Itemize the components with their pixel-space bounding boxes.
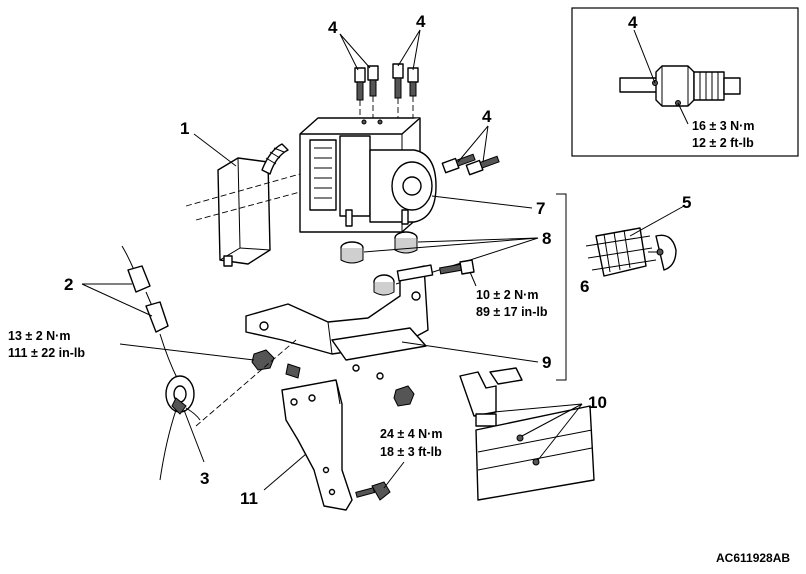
leader-bracket-bolt — [469, 271, 477, 287]
insulator-3 — [373, 274, 395, 296]
callout-9: 9 — [542, 353, 551, 372]
leader-11 — [263, 453, 307, 491]
figure-reference-code: AC611928AB — [716, 551, 790, 565]
callout-4-top-b: 4 — [416, 12, 426, 31]
nut-lower — [393, 385, 415, 407]
callout-10: 10 — [588, 393, 607, 412]
bracket-torque-inlb: 89 ± 17 in-lb — [476, 305, 548, 319]
flare-nut-4 — [407, 67, 419, 97]
harness-guide-line — [195, 339, 297, 427]
leader-nut-left — [119, 343, 255, 361]
nut-torque-inlb: 111 ± 22 in-lb — [8, 346, 85, 360]
leader-4b-2 — [412, 29, 421, 71]
inset-torque-ftlb: 12 ± 2 ft-lb — [692, 136, 754, 150]
leader-4b-1 — [397, 29, 421, 67]
nut-left — [251, 349, 275, 371]
leader-4-right-2 — [482, 125, 489, 163]
nut-torque-nm: 13 ± 2 N·m — [8, 329, 70, 343]
hydraulic-unit — [299, 117, 437, 233]
abs-bracket — [245, 264, 434, 380]
callout-11: 11 — [240, 489, 258, 508]
brake-tube-clips — [459, 367, 595, 501]
callout-2: 2 — [64, 275, 73, 294]
inset-detail: 4 16 ± 3 N·m 12 ± 2 ft-lb — [571, 7, 799, 157]
abs-ecu — [217, 143, 289, 267]
wheel-speed-sensor-harness — [121, 245, 201, 481]
inset-frame — [571, 7, 799, 157]
callout-8: 8 — [542, 229, 551, 248]
bracket-bolt — [439, 259, 475, 275]
leader-9 — [401, 341, 539, 363]
inset-leader-torque — [677, 102, 689, 125]
callout-6: 6 — [580, 277, 589, 296]
callout-7: 7 — [536, 199, 545, 218]
insulator-1 — [340, 241, 364, 264]
insulators — [340, 231, 418, 296]
leader-2-2 — [81, 283, 153, 317]
leader-7 — [431, 195, 533, 209]
lower-bolt — [355, 481, 391, 501]
bolt-torque-nm: 24 ± 4 N·m — [380, 427, 442, 441]
leader-5 — [629, 205, 685, 237]
bracket-group-6 — [556, 193, 567, 381]
flare-nut-1 — [354, 67, 366, 101]
leader-10-3 — [537, 403, 583, 461]
ecu-guide-line-1 — [185, 173, 301, 207]
leader-8-2 — [417, 237, 539, 243]
flare-nuts-right — [441, 153, 500, 176]
bracket-torque-nm: 10 ± 2 N·m — [476, 288, 538, 302]
callout-3: 3 — [200, 469, 209, 488]
leader-4a-1 — [339, 33, 359, 71]
leader-8-1 — [363, 237, 539, 253]
insulator-2 — [394, 231, 418, 254]
callout-4-right: 4 — [482, 107, 492, 126]
bolt-torque-ftlb: 18 ± 3 ft-lb — [380, 445, 442, 459]
inset-flare-nut — [619, 65, 741, 107]
leader-1 — [193, 133, 237, 167]
leader-4-right-1 — [457, 125, 489, 163]
leader-lower-bolt — [383, 461, 405, 489]
callout-5: 5 — [682, 193, 691, 212]
flare-nut-3 — [392, 63, 404, 99]
lower-bracket — [281, 363, 353, 511]
leader-10-1 — [493, 403, 583, 413]
callout-4-top-a: 4 — [328, 18, 338, 37]
callout-1: 1 — [180, 119, 189, 138]
leader-3 — [183, 409, 205, 463]
flare-nuts-top — [354, 63, 419, 128]
leader-4a-2 — [339, 33, 371, 69]
inset-torque-nm: 16 ± 3 N·m — [692, 119, 754, 133]
callout-4-inset: 4 — [628, 13, 638, 32]
flare-nut-2 — [367, 65, 379, 97]
leader-10-2 — [521, 403, 583, 437]
tube-clip — [585, 227, 677, 277]
inset-leader-4 — [633, 29, 656, 84]
